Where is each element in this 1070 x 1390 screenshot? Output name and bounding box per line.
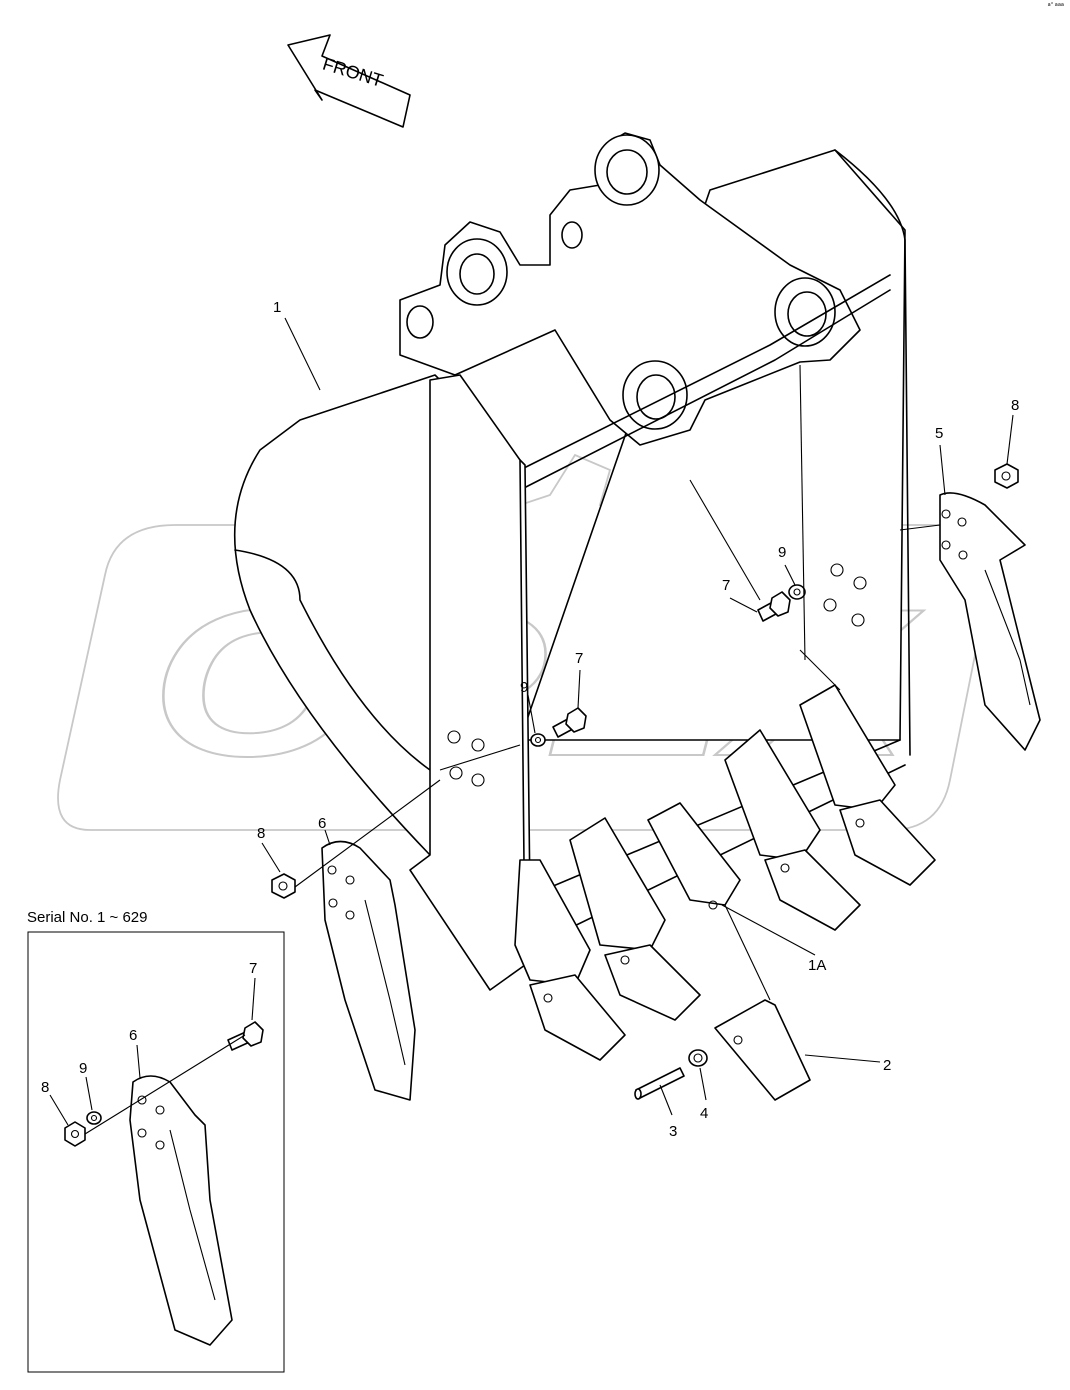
inset-callout-washer: 9 [79, 1060, 87, 1077]
callout-side-cutter-right: 5 [935, 425, 943, 442]
nut-right [994, 463, 1019, 489]
washer-upper [788, 584, 806, 600]
callout-washer-lower: 9 [520, 679, 528, 696]
inset-callout-nut: 8 [41, 1079, 49, 1096]
side-cutter-right [939, 492, 1041, 751]
inset-callout-bolt: 7 [249, 960, 257, 977]
callout-lock-washer: 4 [700, 1105, 708, 1122]
adapter-tooth-3 [647, 802, 741, 910]
callout-nut-left: 8 [257, 825, 265, 842]
pin-exploded [634, 1067, 685, 1100]
side-cutter-left [321, 840, 416, 1101]
washer-lower [530, 733, 546, 747]
callout-labels: 1 5 8 9 7 7 9 6 8 1A 2 3 4 [257, 299, 1019, 1140]
adapter-tooth-1 [514, 859, 626, 1061]
bolt-lower [552, 707, 587, 738]
callout-bolt-upper: 7 [722, 577, 730, 594]
adapters-and-teeth [514, 684, 936, 1061]
leader-lines [261, 317, 1014, 1116]
inset-frame [27, 931, 285, 1373]
bolt-upper [757, 591, 791, 622]
callout-adapter: 1A [808, 957, 826, 974]
callout-bolt-lower: 7 [575, 650, 583, 667]
callout-bucket: 1 [273, 299, 281, 316]
inset-title: Serial No. 1 ~ 629 [27, 909, 148, 926]
corner-mark: a° aaa [1047, 2, 1064, 8]
adapter-tooth-2 [569, 817, 701, 1021]
callout-side-cutter-left: 6 [318, 815, 326, 832]
adapter-tooth-4 [724, 729, 861, 931]
bucket-body [233, 132, 911, 991]
lock-washer-exploded [688, 1049, 708, 1067]
serial-inset: Serial No. 1 ~ 629 8 9 6 7 [27, 909, 285, 1373]
callout-washer-upper: 9 [778, 544, 786, 561]
tooth-point-exploded [714, 999, 811, 1101]
callout-nut-right: 8 [1011, 397, 1019, 414]
callout-pin: 3 [669, 1123, 677, 1140]
inset-callout-side-cutter: 6 [129, 1027, 137, 1044]
front-arrow: FRONT [287, 34, 411, 128]
nut-left [271, 873, 296, 899]
adapter-tooth-5 [799, 684, 936, 886]
callout-tooth-point: 2 [883, 1057, 891, 1074]
